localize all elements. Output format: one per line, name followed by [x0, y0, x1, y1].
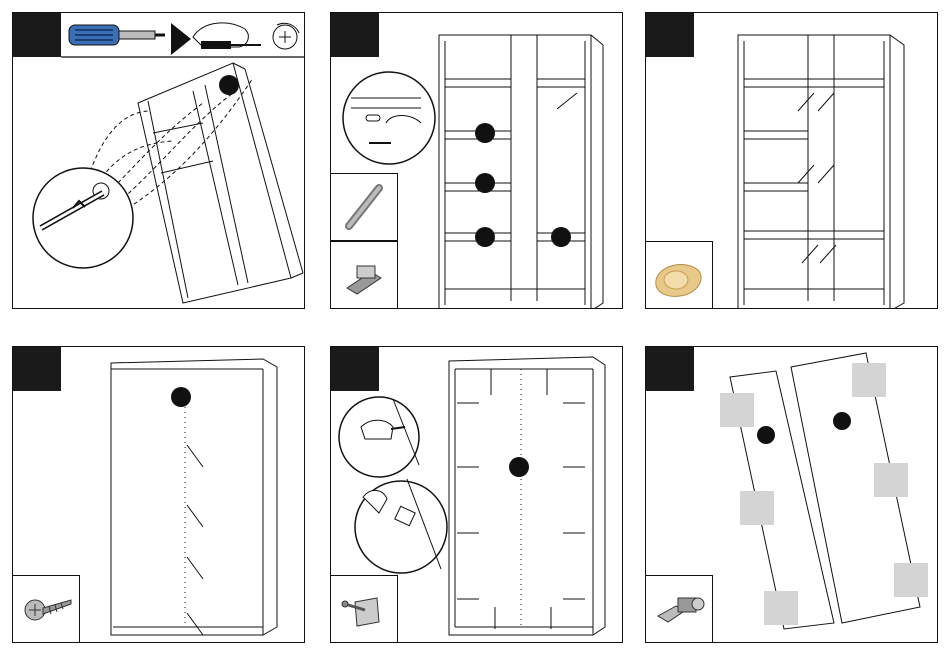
detail-magnifier: [33, 168, 133, 268]
dowel-pin-icon: [331, 174, 399, 242]
rotate-clockwise-icon: [273, 23, 299, 49]
callout-dots: [757, 412, 851, 444]
parts-box-hinge-clip: [330, 575, 398, 643]
hinge-clip-icon: [331, 576, 399, 643]
callout-dot: [171, 387, 191, 407]
detail-magnifier-top: [339, 397, 419, 477]
cabinet-front: [738, 35, 904, 309]
door-hinge-icon: [646, 576, 714, 643]
screw-icon: [13, 576, 81, 643]
parts-box-felt-pad: [645, 241, 713, 309]
callout-dot: [219, 75, 239, 95]
detail-magnifier: [343, 72, 435, 164]
cabinet-front: [439, 35, 603, 309]
parts-box-door-hinge: [645, 575, 713, 643]
parts-box-shelf-pin: [330, 241, 398, 309]
cabinet-back: [111, 359, 277, 635]
step-panel-5: [330, 346, 623, 643]
step-panel-1: [12, 12, 305, 309]
hinge-marks: [720, 363, 928, 625]
step-panel-3: [645, 12, 938, 309]
arrow-right-icon: [171, 23, 191, 55]
step-panel-2: [330, 12, 623, 309]
step-panel-6: [645, 346, 938, 643]
callout-dots: [475, 123, 571, 247]
step-panel-4: [12, 346, 305, 643]
detail-magnifier-bottom: [355, 479, 447, 573]
parts-box-dowel: [330, 173, 398, 241]
cabinet-back: [449, 357, 605, 635]
step-1-drawing: [13, 13, 305, 309]
hand-screwing-icon: [193, 23, 261, 49]
callout-dot: [509, 457, 529, 477]
shelf-support-pin-icon: [331, 242, 399, 309]
arrows: [798, 93, 836, 263]
screwdriver-icon: [69, 25, 165, 45]
arrows: [187, 445, 203, 635]
parts-box-screw: [12, 575, 80, 643]
felt-pad-icon: [646, 242, 714, 309]
